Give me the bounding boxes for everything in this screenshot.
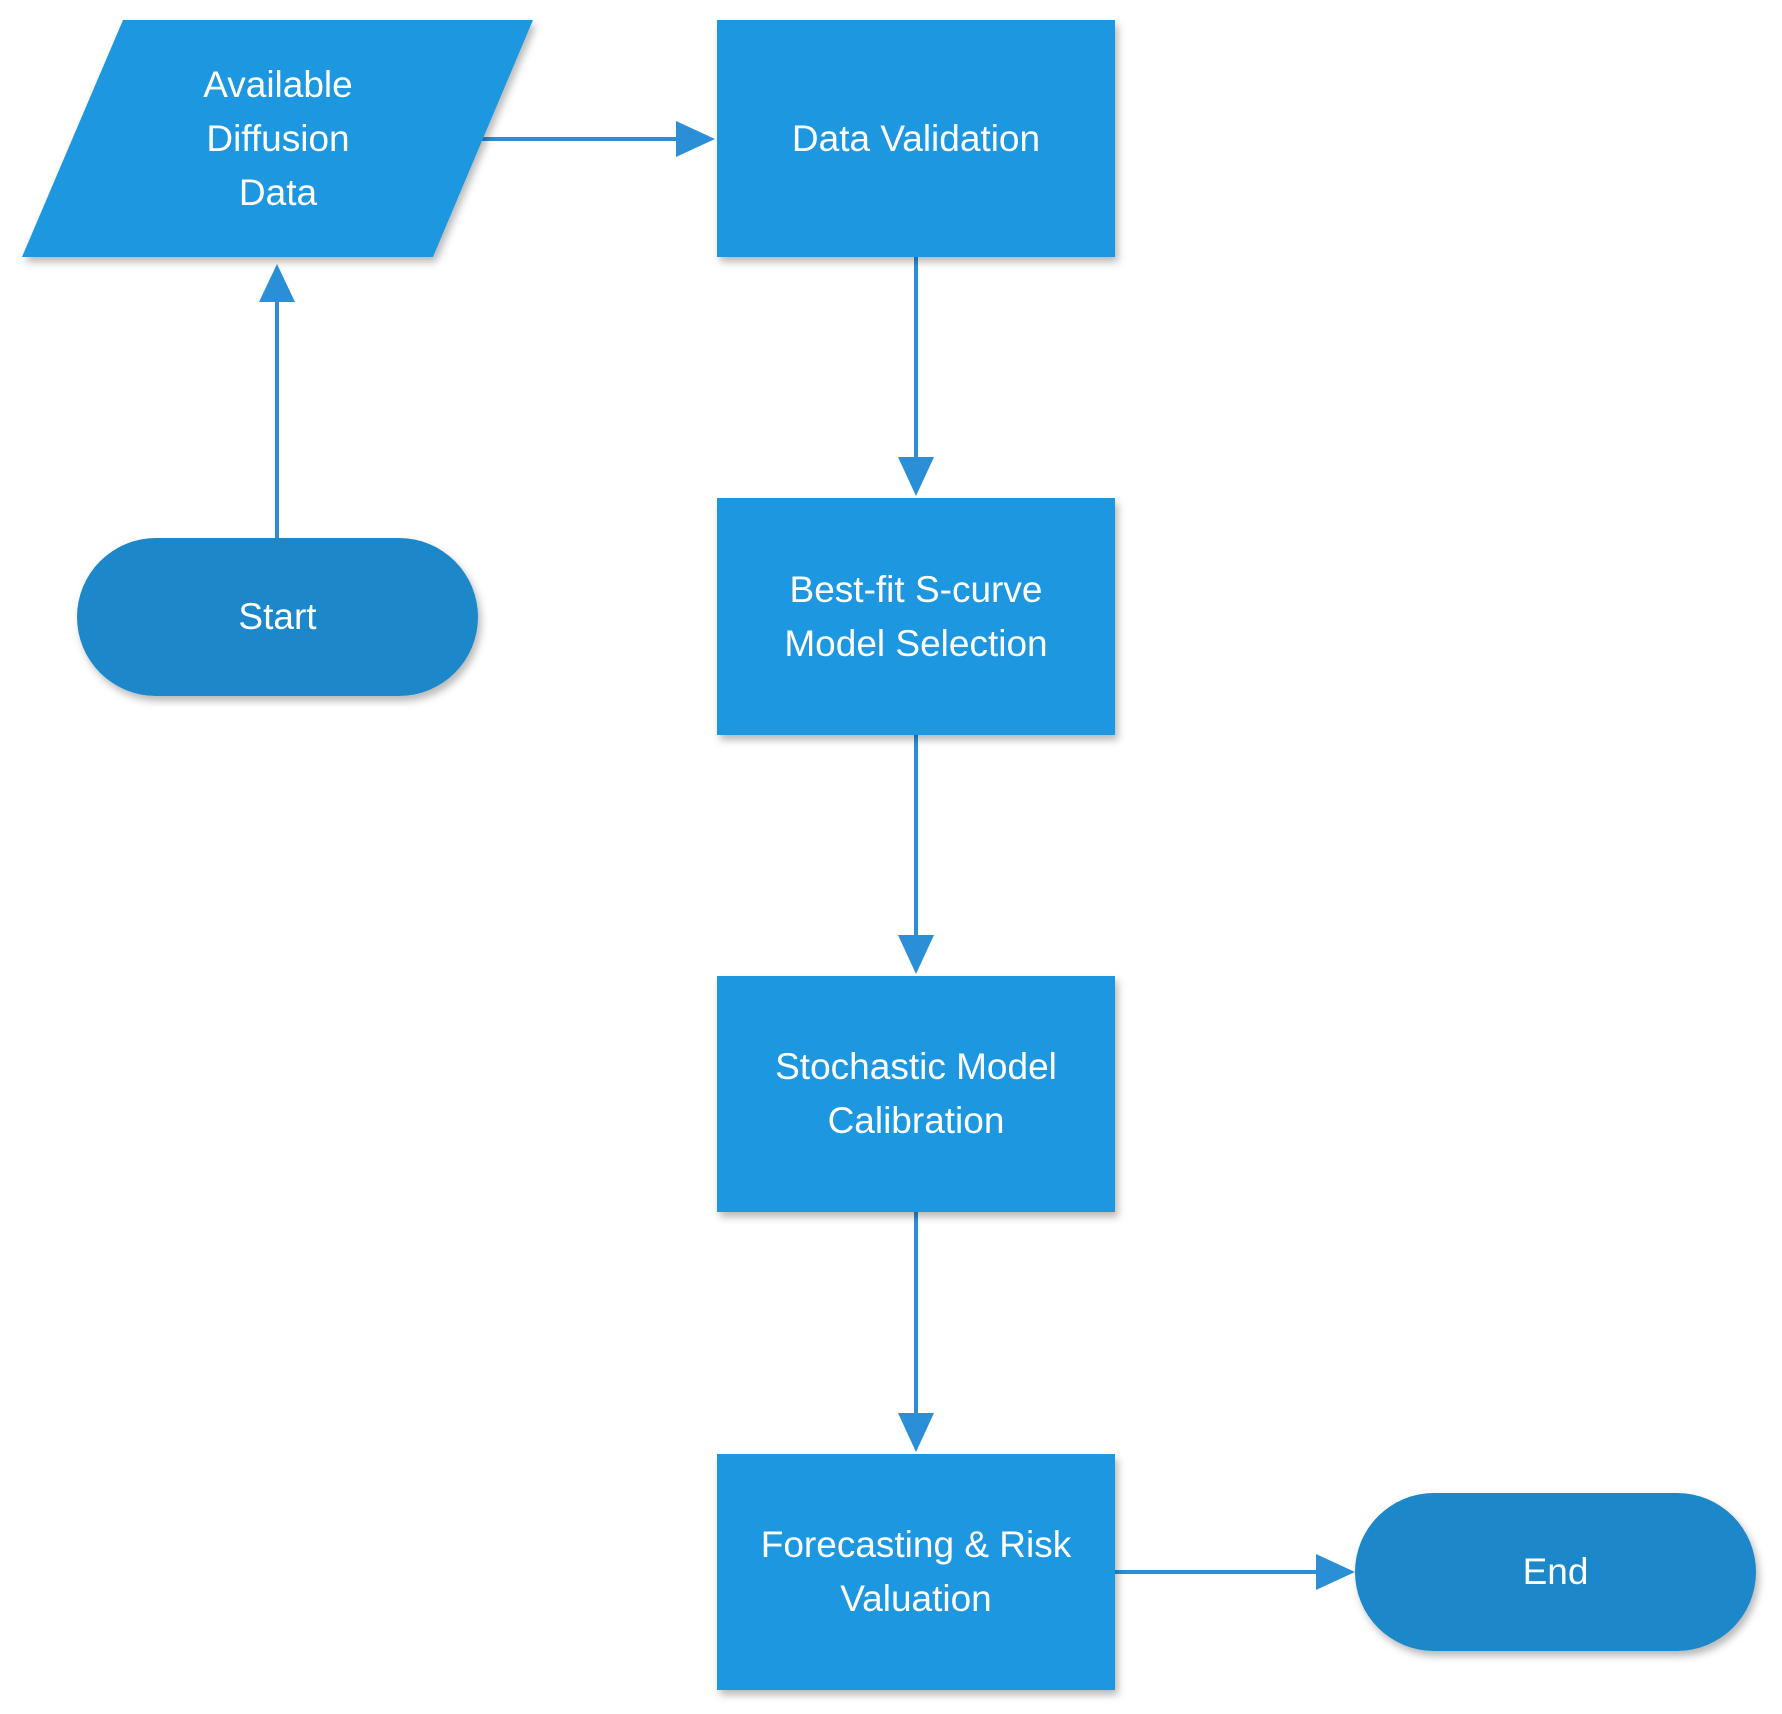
edge-model-selection-to-calibration — [898, 735, 934, 974]
calibration-node — [717, 976, 1115, 1212]
data-input-node — [22, 20, 533, 257]
connectors — [259, 121, 1355, 1590]
forecasting-node — [717, 1454, 1115, 1690]
end-node — [1355, 1493, 1756, 1651]
model-selection-node — [717, 498, 1115, 735]
edge-start-to-data-input — [259, 264, 295, 540]
edge-forecasting-to-end — [1114, 1554, 1355, 1590]
edge-data-validation-to-model-selection — [898, 257, 934, 496]
start-node — [77, 538, 478, 696]
edge-data-input-to-data-validation — [478, 121, 715, 157]
data-validation-node — [717, 20, 1115, 257]
edge-calibration-to-forecasting — [898, 1212, 934, 1452]
